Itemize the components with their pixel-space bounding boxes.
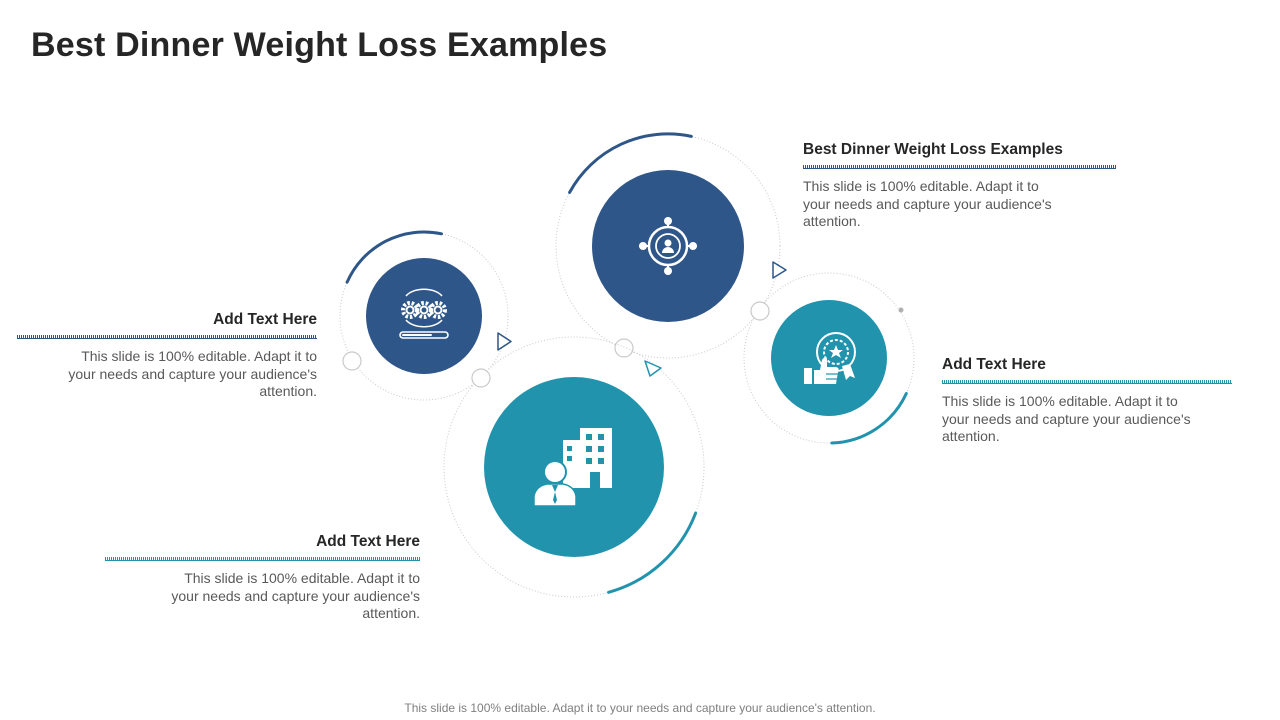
node-gears-ring (339, 231, 509, 401)
heading-underline (105, 557, 420, 561)
node-building-dot (471, 368, 491, 388)
text-block-award: Add Text Here This slide is 100% editabl… (942, 356, 1232, 446)
footer-note: This slide is 100% editable. Adapt it to… (404, 701, 876, 715)
businessman-building-icon (533, 428, 612, 507)
text-block-body: This slide is 100% editable. Adapt it to… (942, 393, 1191, 444)
gears-icon (399, 288, 449, 339)
heading-underline (17, 335, 317, 339)
text-block-body: This slide is 100% editable. Adapt it to… (803, 178, 1052, 229)
target-person-icon (639, 217, 697, 275)
node-award-arc (830, 392, 908, 445)
node-gears-dot (342, 351, 362, 371)
node-award-dot (750, 301, 770, 321)
heading-underline (803, 165, 1116, 169)
node-building-arrow (644, 360, 662, 377)
node-building (443, 336, 705, 598)
node-gears-arrow (497, 332, 512, 351)
text-block-heading: Add Text Here (942, 356, 1046, 373)
heading-underline (942, 380, 1232, 384)
node-award-circle (771, 300, 887, 416)
node-building-ring (443, 336, 705, 598)
text-block-heading: Best Dinner Weight Loss Examples (803, 141, 1063, 158)
text-block-body: This slide is 100% editable. Adapt it to… (68, 348, 317, 399)
node-building-arc (607, 511, 698, 594)
node-award-ring (743, 272, 915, 444)
node-award-marker (898, 307, 904, 313)
node-target (555, 132, 787, 359)
node-target-ring (555, 133, 781, 359)
thumbs-up-award-icon (804, 332, 856, 384)
node-target-arc (568, 132, 693, 194)
text-block-building: Add Text Here This slide is 100% editabl… (105, 533, 420, 623)
text-block-target: Best Dinner Weight Loss Examples This sl… (803, 141, 1116, 231)
page-title: Best Dinner Weight Loss Examples (31, 26, 608, 64)
node-target-dot (614, 338, 634, 358)
text-block-heading: Add Text Here (316, 533, 420, 550)
node-target-arrow (772, 261, 787, 279)
text-block-heading: Add Text Here (213, 311, 317, 328)
node-gears-arc (345, 230, 443, 284)
node-award (743, 272, 915, 445)
text-block-gears: Add Text Here This slide is 100% editabl… (17, 311, 317, 401)
text-block-body: This slide is 100% editable. Adapt it to… (171, 570, 420, 621)
node-gears (339, 230, 512, 401)
